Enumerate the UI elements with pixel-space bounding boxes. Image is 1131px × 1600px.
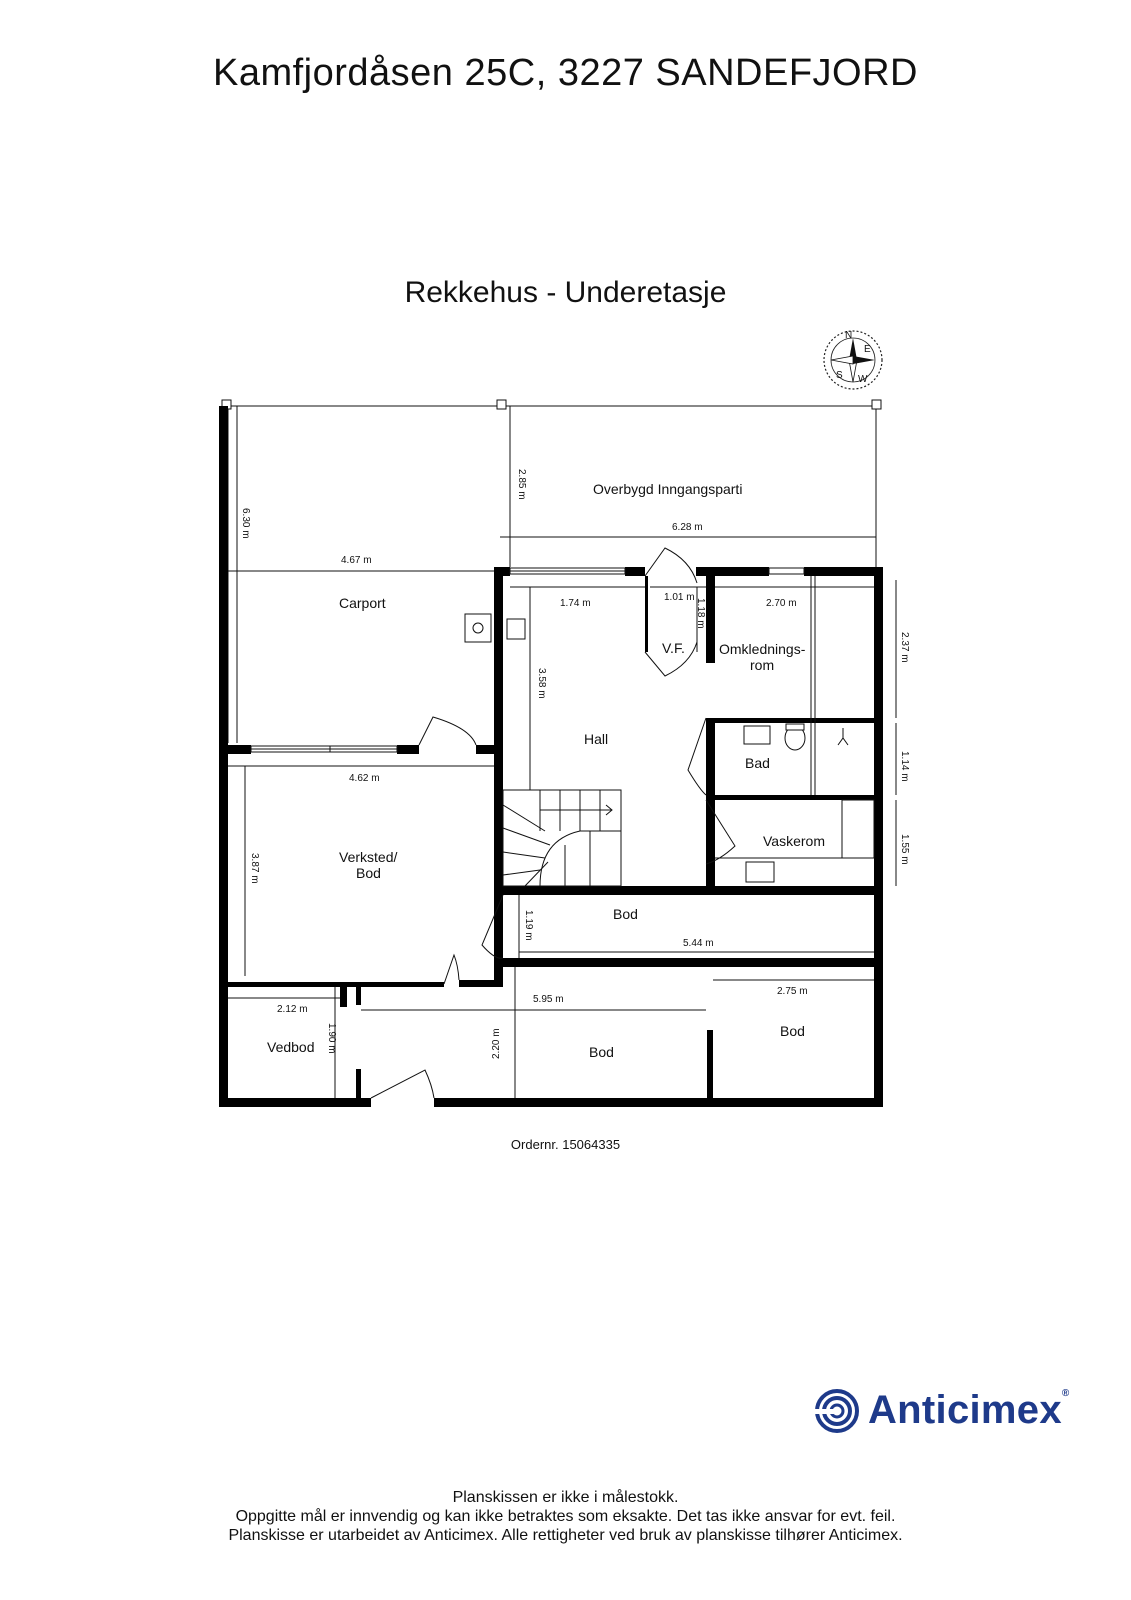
dim-4-62: 4.62 m <box>349 773 380 784</box>
compass-s: S <box>836 370 843 381</box>
dim-5-44: 5.44 m <box>683 938 714 949</box>
room-workshop-label-2: Bod <box>356 865 381 881</box>
dim-2-85: 2.85 m <box>516 469 527 500</box>
dim-1-90: 1.90 m <box>326 1023 337 1054</box>
dim-6-30: 6.30 m <box>240 508 251 539</box>
dim-1-18: 1.18 m <box>695 598 706 629</box>
room-laundry-label: Vaskerom <box>763 833 825 849</box>
disclaimer-line-2: Oppgitte mål er innvendig og kan ikke be… <box>235 1508 896 1525</box>
compass-n: N <box>845 330 852 341</box>
disclaimer: Planskissen er ikke i målestokk. Oppgitt… <box>0 1488 1131 1545</box>
room-hall-label: Hall <box>584 731 608 747</box>
windows <box>250 567 805 753</box>
room-woodshed-label: Vedbod <box>267 1039 315 1055</box>
compass-w: W <box>858 374 868 385</box>
carport-outline <box>221 399 882 743</box>
walls <box>219 406 883 1107</box>
anticimex-logo: Anticimex® <box>814 1388 1070 1433</box>
floor-subtitle: Rekkehus - Underetasje <box>404 276 727 309</box>
room-storage-mid-label: Bod <box>613 906 638 922</box>
dim-4-67: 4.67 m <box>341 555 372 566</box>
room-dressing-label-1: Omklednings- <box>719 641 806 657</box>
dim-1-55: 1.55 m <box>899 834 910 865</box>
staircase <box>502 789 622 887</box>
dim-2-75: 2.75 m <box>777 986 808 997</box>
logo-name: Anticimex <box>868 1388 1062 1432</box>
dim-6-28: 6.28 m <box>672 522 703 533</box>
disclaimer-line-1: Planskissen er ikke i målestokk. <box>452 1489 679 1506</box>
compass-icon: N E S W <box>823 330 883 390</box>
dim-2-20: 2.20 m <box>491 1028 502 1059</box>
room-carport-label: Carport <box>339 595 386 611</box>
order-number: Ordernr. 15064335 <box>510 1137 621 1152</box>
dim-2-12: 2.12 m <box>277 1004 308 1015</box>
doors <box>370 547 816 1099</box>
fixtures <box>715 723 875 883</box>
room-storage-bottom-label: Bod <box>589 1044 614 1060</box>
room-storage-right-label: Bod <box>780 1023 805 1039</box>
disclaimer-line-3: Planskisse er utarbeidet av Anticimex. A… <box>228 1527 903 1544</box>
compass-e: E <box>864 344 871 355</box>
dim-1-01: 1.01 m <box>664 592 695 603</box>
dim-1-14: 1.14 m <box>899 751 910 782</box>
dim-3-58: 3.58 m <box>536 668 547 699</box>
room-vf-label: V.F. <box>662 640 685 656</box>
dim-1-74: 1.74 m <box>560 598 591 609</box>
logo-registered-mark: ® <box>1061 1388 1070 1399</box>
page-title: Kamfjordåsen 25C, 3227 SANDEFJORD <box>212 52 918 94</box>
room-entry-label: Overbygd Inngangsparti <box>593 481 742 497</box>
anticimex-logo-icon <box>814 1388 859 1433</box>
room-dressing-label-2: rom <box>750 657 774 673</box>
room-bath-label: Bad <box>745 755 770 771</box>
dim-2-70: 2.70 m <box>766 598 797 609</box>
dimension-lines <box>228 406 897 1098</box>
dim-5-95: 5.95 m <box>533 994 564 1005</box>
room-workshop-label-1: Verksted/ <box>339 849 397 865</box>
dim-2-37: 2.37 m <box>899 632 910 663</box>
dim-1-19: 1.19 m <box>523 910 534 941</box>
dim-3-87: 3.87 m <box>249 853 260 884</box>
